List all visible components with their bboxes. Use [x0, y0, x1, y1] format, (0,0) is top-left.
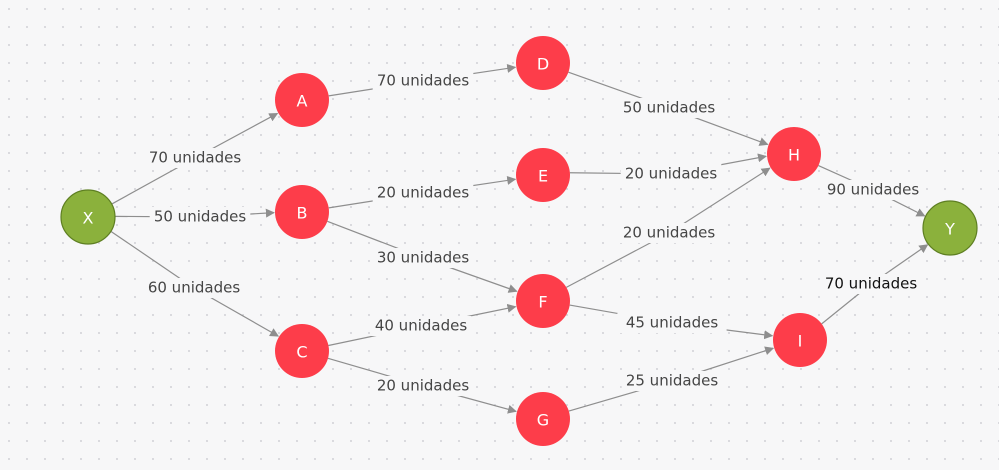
edge-label-background — [144, 148, 246, 168]
edge-label: 20 unidades — [377, 377, 469, 395]
edge-label-background — [820, 274, 922, 294]
node-f[interactable]: F — [516, 274, 570, 328]
node-circle — [275, 73, 329, 127]
edge-c-f: 40 unidades — [328, 303, 517, 347]
edge-label: 50 unidades — [154, 208, 246, 226]
edge-f-i: 45 unidades — [569, 304, 774, 340]
edge-e-h: 20 unidades — [569, 153, 767, 184]
edge-c-g: 20 unidades — [327, 357, 517, 414]
edge-x-c: 60 unidades — [110, 230, 280, 337]
node-circle — [516, 274, 570, 328]
edge-a-d: 70 unidades — [328, 63, 517, 97]
node-circle — [767, 127, 821, 181]
node-circle — [275, 185, 329, 239]
node-circle — [516, 392, 570, 446]
edge-label-background — [618, 98, 720, 118]
node-b[interactable]: B — [275, 185, 329, 239]
node-y[interactable]: Y — [922, 200, 978, 256]
node-h[interactable]: H — [767, 127, 821, 181]
edge-label: 50 unidades — [623, 99, 715, 117]
node-circle — [60, 189, 116, 245]
node-circle — [516, 148, 570, 202]
edge-label-background — [372, 183, 474, 203]
node-x[interactable]: X — [60, 189, 116, 245]
edge-label: 20 unidades — [623, 224, 715, 242]
node-label: Y — [944, 220, 955, 239]
edge-label-background — [617, 313, 727, 333]
edge-label-background — [372, 248, 474, 268]
edge-label-background — [621, 371, 723, 391]
edge-label: 90 unidades — [827, 181, 919, 199]
edge-label-background — [822, 180, 924, 200]
node-circle — [922, 200, 978, 256]
node-e[interactable]: E — [516, 148, 570, 202]
edge-label: 45 unidades — [626, 314, 718, 332]
node-label: D — [537, 55, 549, 74]
node-label: I — [798, 332, 803, 351]
edge-b-f: 30 unidades — [327, 220, 518, 293]
edge-label-background — [372, 376, 474, 396]
edge-label-background — [620, 164, 722, 184]
edge-b-e: 20 unidades — [328, 175, 517, 209]
node-circle — [275, 324, 329, 378]
edge-label: 30 unidades — [377, 249, 469, 267]
node-label: G — [537, 411, 549, 430]
edge-label: 60 unidades — [148, 279, 240, 297]
nodes-layer: X A B C D E F G H I Y — [60, 36, 978, 446]
node-label: E — [538, 167, 548, 186]
node-a[interactable]: A — [275, 73, 329, 127]
node-label: C — [296, 343, 307, 362]
node-label: B — [297, 204, 308, 223]
edge-f-h: 20 unidades — [566, 167, 771, 288]
edge-g-i: 25 unidades — [568, 346, 775, 412]
node-c[interactable]: C — [275, 324, 329, 378]
node-circle — [516, 36, 570, 90]
edge-label-background — [370, 316, 472, 336]
node-d[interactable]: D — [516, 36, 570, 90]
edge-label: 20 unidades — [625, 165, 717, 183]
edge-label: 20 unidades — [377, 184, 469, 202]
edge-x-b: 50 unidades — [114, 207, 275, 227]
edge-label: 70 unidades — [377, 72, 469, 90]
node-label: F — [538, 293, 547, 312]
edge-h-y: 90 unidades — [818, 165, 926, 217]
edge-i-y: 70 unidades — [820, 244, 929, 325]
edge-label-background — [372, 71, 474, 91]
node-label: X — [83, 209, 94, 228]
node-g[interactable]: G — [516, 392, 570, 446]
edge-label-background — [143, 278, 245, 298]
edge-label-background — [149, 207, 251, 227]
node-label: H — [788, 146, 800, 165]
edge-label: 70 unidades — [149, 149, 241, 167]
edge-label: 40 unidades — [375, 317, 467, 335]
edge-label: 25 unidades — [626, 372, 718, 390]
node-circle — [773, 313, 827, 367]
node-label: A — [297, 92, 308, 111]
edge-x-a: 70 unidades — [111, 112, 279, 205]
node-i[interactable]: I — [773, 313, 827, 367]
edges-layer: 70 unidades 50 unidades 60 unidades 70 unid… — [110, 63, 929, 414]
edge-label: 70 unidades — [825, 275, 917, 293]
edge-d-h: 50 unidades — [568, 71, 769, 146]
edge-label-background — [618, 223, 720, 243]
